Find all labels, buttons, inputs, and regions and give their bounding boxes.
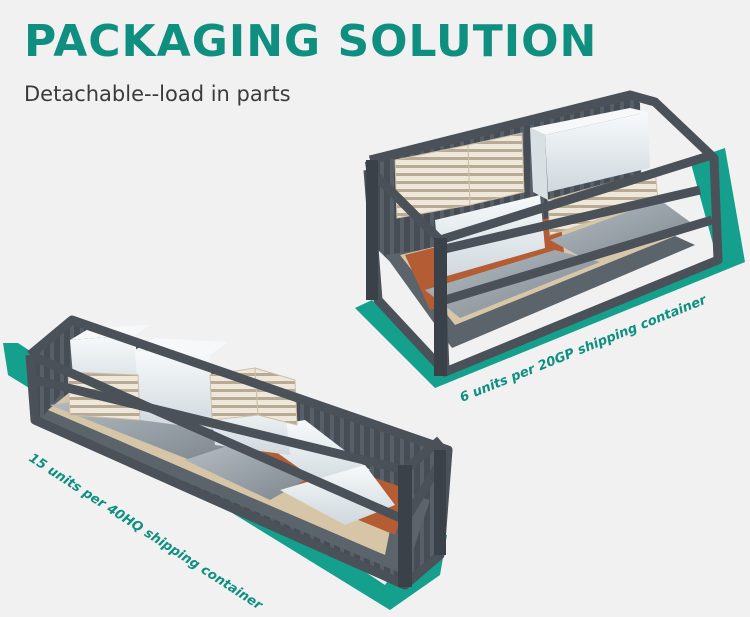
page-title: PACKAGING SOLUTION — [24, 16, 598, 67]
container-20gp-white-box-front — [545, 112, 650, 192]
container-20gp-louver-box-2 — [467, 132, 525, 206]
container-20gp-frame — [363, 90, 723, 377]
container-20gp-post-left — [366, 160, 378, 300]
container-40hq — [3, 315, 453, 610]
container-20gp-white-box-top — [530, 108, 648, 135]
page-subtitle: Detachable--load in parts — [24, 82, 291, 106]
container-40hq-post-right — [434, 450, 446, 555]
container-20gp — [355, 90, 745, 388]
container-20gp-post-front — [434, 238, 447, 376]
container-40hq-metal-panel-2 — [185, 445, 305, 500]
container-20gp-white-box — [530, 128, 548, 200]
container-40hq-post-front — [398, 465, 412, 587]
container-20gp-shadow — [355, 148, 745, 388]
container-20gp-metal-panel-2 — [550, 200, 690, 262]
